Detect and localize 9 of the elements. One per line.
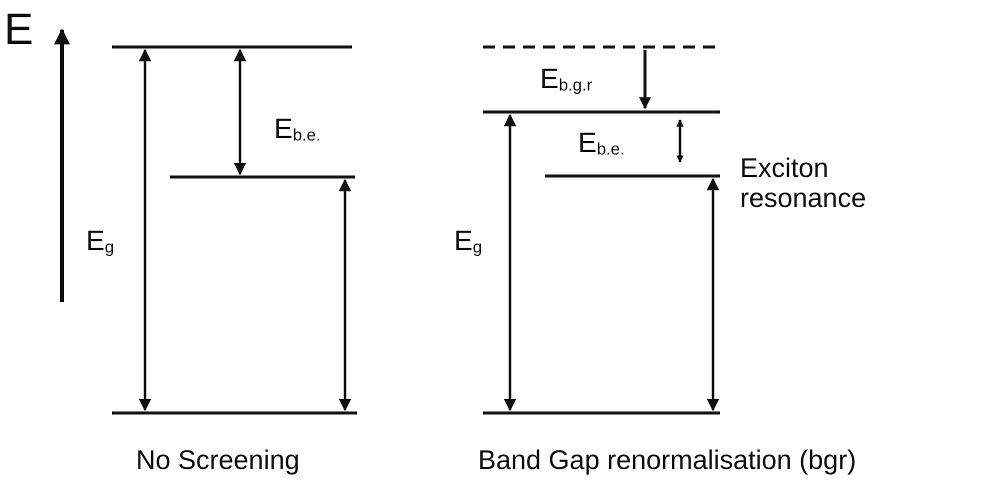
energy-label: E$_{b.e.}$ [274,114,321,145]
panel-caption: Band Gap renormalisation (bgr) [478,446,856,476]
annotation-text: Exciton resonance [740,154,868,214]
energy-label: E$_{b.g.r}$ [540,64,592,95]
panel-caption: No Screening [136,446,300,476]
energy-label: E$_{b.e.}$ [578,128,625,159]
axis-label: E [4,6,34,54]
energy-label: E$_{g}$ [86,226,114,257]
energy-label: E$_{g}$ [454,226,482,257]
